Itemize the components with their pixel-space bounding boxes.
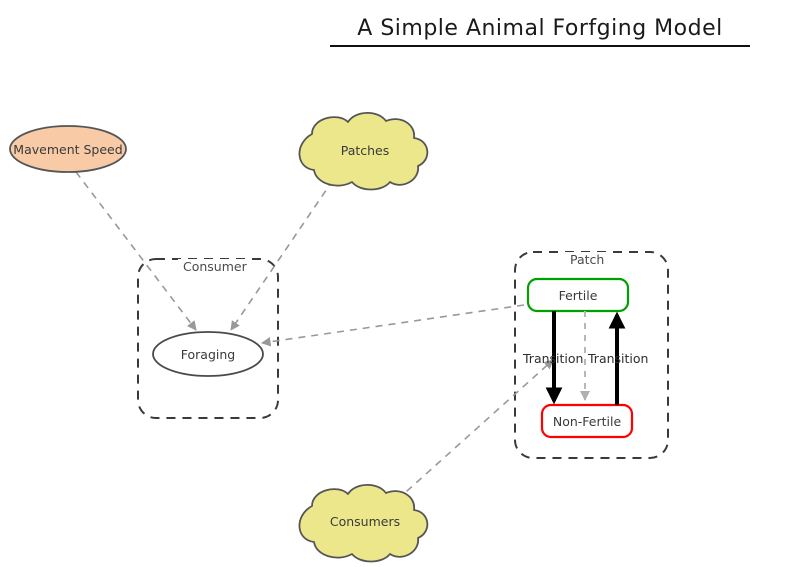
node-movement-speed[interactable] — [9, 125, 127, 173]
container-label-patch: Patch — [565, 252, 610, 267]
node-label-patches: Patches — [340, 143, 390, 158]
container-label-consumer: Consumer — [178, 259, 252, 274]
link-fertile-to-foraging — [261, 304, 525, 347]
node-patches[interactable] — [298, 111, 429, 191]
edge-label-transition-right: Transition — [588, 351, 649, 366]
node-label-movement-speed: Mavement Speed — [13, 142, 123, 157]
node-label-foraging: Foraging — [180, 347, 236, 362]
node-foraging[interactable] — [152, 331, 264, 377]
node-label-consumers: Consumers — [329, 514, 401, 529]
link-patches-to-foraging — [230, 179, 334, 331]
link-movement-speed-to-foraging — [75, 171, 197, 331]
link-consumers-to-transition — [396, 359, 554, 501]
page-title: A Simple Animal Forfging Model — [330, 16, 750, 47]
edge-label-transition-left: Transition — [523, 351, 584, 366]
node-consumers[interactable] — [298, 483, 429, 563]
node-label-fertile: Fertile — [558, 288, 598, 303]
node-label-non-fertile: Non-Fertile — [552, 414, 622, 429]
node-fertile[interactable] — [526, 277, 630, 313]
container-patch[interactable] — [514, 251, 669, 459]
node-non-fertile[interactable] — [540, 403, 634, 439]
